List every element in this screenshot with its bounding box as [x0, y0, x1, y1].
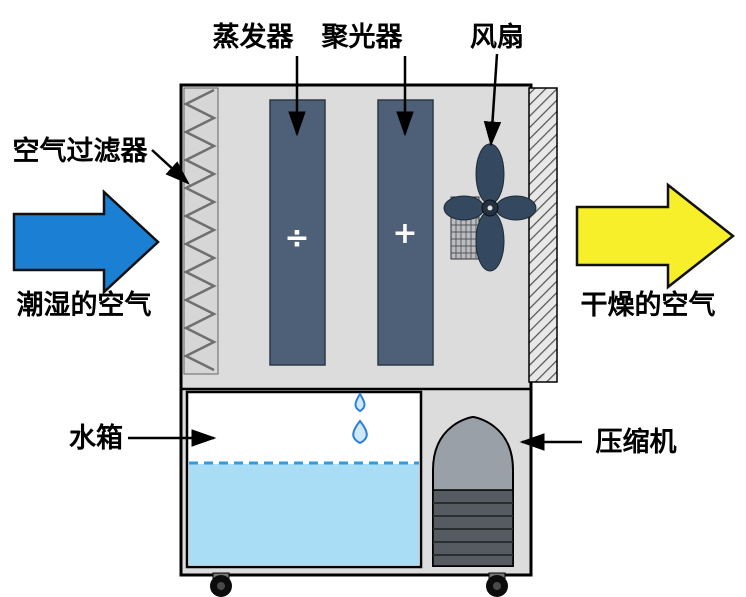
compressor	[432, 415, 514, 567]
condenser-coil	[377, 99, 434, 366]
fan-pointer-arrow	[483, 53, 502, 147]
evaporator-label: 蒸发器	[213, 21, 295, 53]
water-tank-label: 水箱	[69, 422, 123, 454]
dry-air-arrow-icon	[575, 182, 736, 290]
water-tank	[185, 390, 423, 569]
water-droplets-icon	[352, 392, 368, 445]
compressor-label: 压缩机	[596, 426, 677, 458]
caster-wheel-left	[210, 572, 232, 597]
fan-icon	[443, 143, 537, 272]
humid-air-label: 潮湿的空气	[17, 289, 152, 321]
dry-air-label: 干燥的空气	[581, 289, 716, 321]
air-filter-pointer-arrow	[151, 149, 190, 185]
vent-grille	[528, 87, 558, 383]
condenser-label: 聚光器	[321, 22, 404, 53]
air-filter-label: 空气过滤器	[13, 135, 149, 167]
caster-wheel-right	[486, 572, 508, 597]
fan-label: 风扇	[470, 21, 524, 53]
air-filter-zigzag	[183, 88, 217, 372]
condenser-mark: +	[392, 216, 417, 251]
humid-air-arrow-icon	[12, 189, 160, 295]
evaporator-mark: ÷	[284, 221, 309, 256]
